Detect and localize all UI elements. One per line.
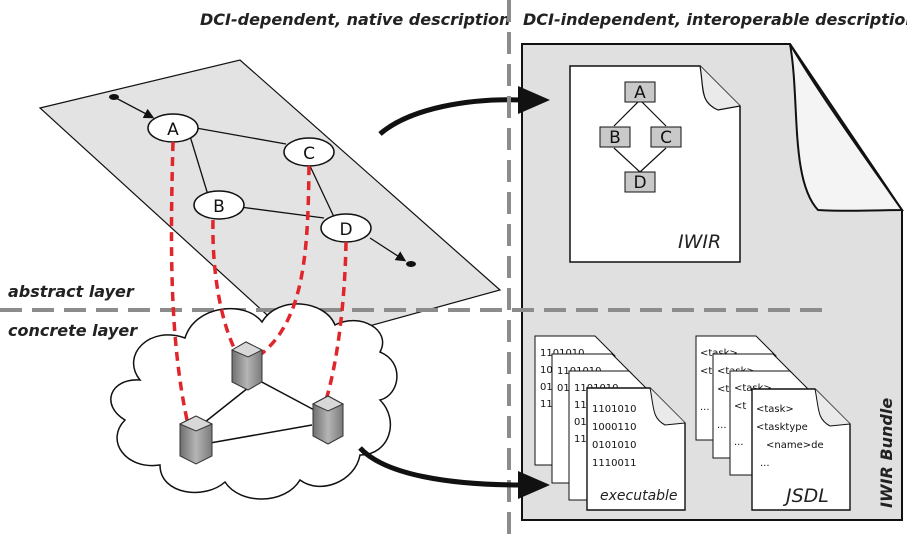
node-a: A <box>147 113 199 143</box>
node-b: B <box>193 190 245 220</box>
svg-text:...: ... <box>700 402 710 413</box>
node-b-label: B <box>213 197 225 217</box>
start-point <box>109 94 119 100</box>
mapping-lines <box>169 141 348 421</box>
concrete-layer-label: concrete layer <box>8 321 138 340</box>
svg-text:01: 01 <box>557 383 570 394</box>
jsdl-line: <name>de <box>766 440 824 451</box>
server-icon <box>230 341 264 391</box>
node-a-label: A <box>167 120 179 140</box>
abstract-plane <box>38 59 502 346</box>
svg-text:11: 11 <box>574 434 587 445</box>
executable-title: executable <box>600 488 678 504</box>
svg-text:...: ... <box>717 420 727 431</box>
mapping-arrow-lower <box>358 446 550 499</box>
iwir-node-c <box>650 126 682 148</box>
svg-text:01: 01 <box>574 417 587 428</box>
executable-page-front: 1101010 1000110 0101010 1110011 executab… <box>586 387 686 511</box>
executable-line: 0101010 <box>592 440 637 451</box>
workflow-edges <box>113 96 407 262</box>
jsdl-line: ... <box>760 458 770 469</box>
iwir-document-title: IWIR <box>678 231 721 253</box>
server-icon <box>311 395 345 445</box>
iwir-node-c-label: C <box>660 128 672 148</box>
svg-text:01: 01 <box>540 382 553 393</box>
jsdl-page-front: <task> <tasktype <name>de ... JSDL <box>751 388 851 511</box>
node-c-label: C <box>303 144 315 164</box>
iwir-node-a-label: A <box>634 83 646 103</box>
svg-text:<t: <t <box>734 401 746 412</box>
executable-line: 1000110 <box>592 422 637 433</box>
jsdl-line: <task> <box>756 404 794 415</box>
svg-text:<t: <t <box>717 384 729 395</box>
cloud <box>110 303 398 500</box>
iwir-bundle-label: IWIR Bundle <box>877 398 896 508</box>
end-point <box>406 261 416 267</box>
svg-text:11: 11 <box>540 399 553 410</box>
server-icon <box>178 415 214 465</box>
iwir-node-a <box>624 81 656 103</box>
executable-line: 1110011 <box>592 458 637 469</box>
header-right: DCI-independent, interoperable descripti… <box>523 10 907 29</box>
mapping-arrow-upper <box>378 86 550 136</box>
svg-text:10: 10 <box>540 365 553 376</box>
jsdl-line: <tasktype <box>756 422 808 433</box>
node-d: D <box>320 213 372 243</box>
executable-stack: 1101010 10 01 11 1101010 01 1101010 11 0… <box>534 335 686 511</box>
node-d-label: D <box>339 220 352 240</box>
iwir-node-b-label: B <box>609 128 621 148</box>
svg-text:11: 11 <box>574 400 587 411</box>
header-left: DCI-dependent, native description <box>200 10 510 29</box>
svg-text:...: ... <box>734 437 744 448</box>
jsdl-title: JSDL <box>782 485 829 507</box>
iwir-node-d <box>624 171 656 193</box>
iwir-node-d-label: D <box>633 173 646 193</box>
executable-line: 1101010 <box>592 404 637 415</box>
iwir-document: A B C D IWIR <box>569 65 741 263</box>
node-c: C <box>283 137 335 167</box>
abstract-layer-label: abstract layer <box>8 282 135 301</box>
jsdl-stack: <task> <task> ... <task> <t ... <task> <… <box>695 335 851 511</box>
iwir-node-b <box>599 126 631 148</box>
